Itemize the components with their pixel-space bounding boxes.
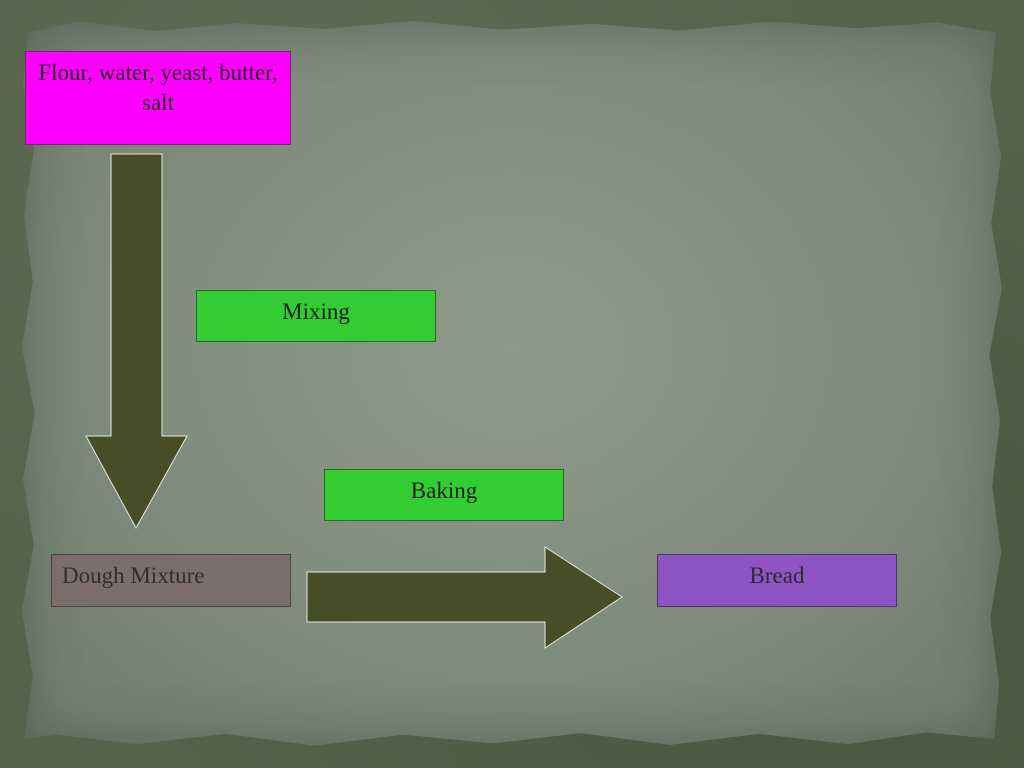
node-bread: Bread xyxy=(657,554,897,607)
node-dough-mixture-label: Dough Mixture xyxy=(62,563,205,588)
node-bread-label: Bread xyxy=(749,563,805,588)
node-mixing: Mixing xyxy=(196,290,436,342)
node-ingredients-label: Flour, water, yeast, butter, salt xyxy=(38,60,278,115)
node-ingredients: Flour, water, yeast, butter, salt xyxy=(25,51,291,145)
node-baking: Baking xyxy=(324,469,564,521)
node-baking-label: Baking xyxy=(410,478,478,503)
node-dough-mixture: Dough Mixture xyxy=(51,554,291,607)
node-mixing-label: Mixing xyxy=(282,299,350,324)
